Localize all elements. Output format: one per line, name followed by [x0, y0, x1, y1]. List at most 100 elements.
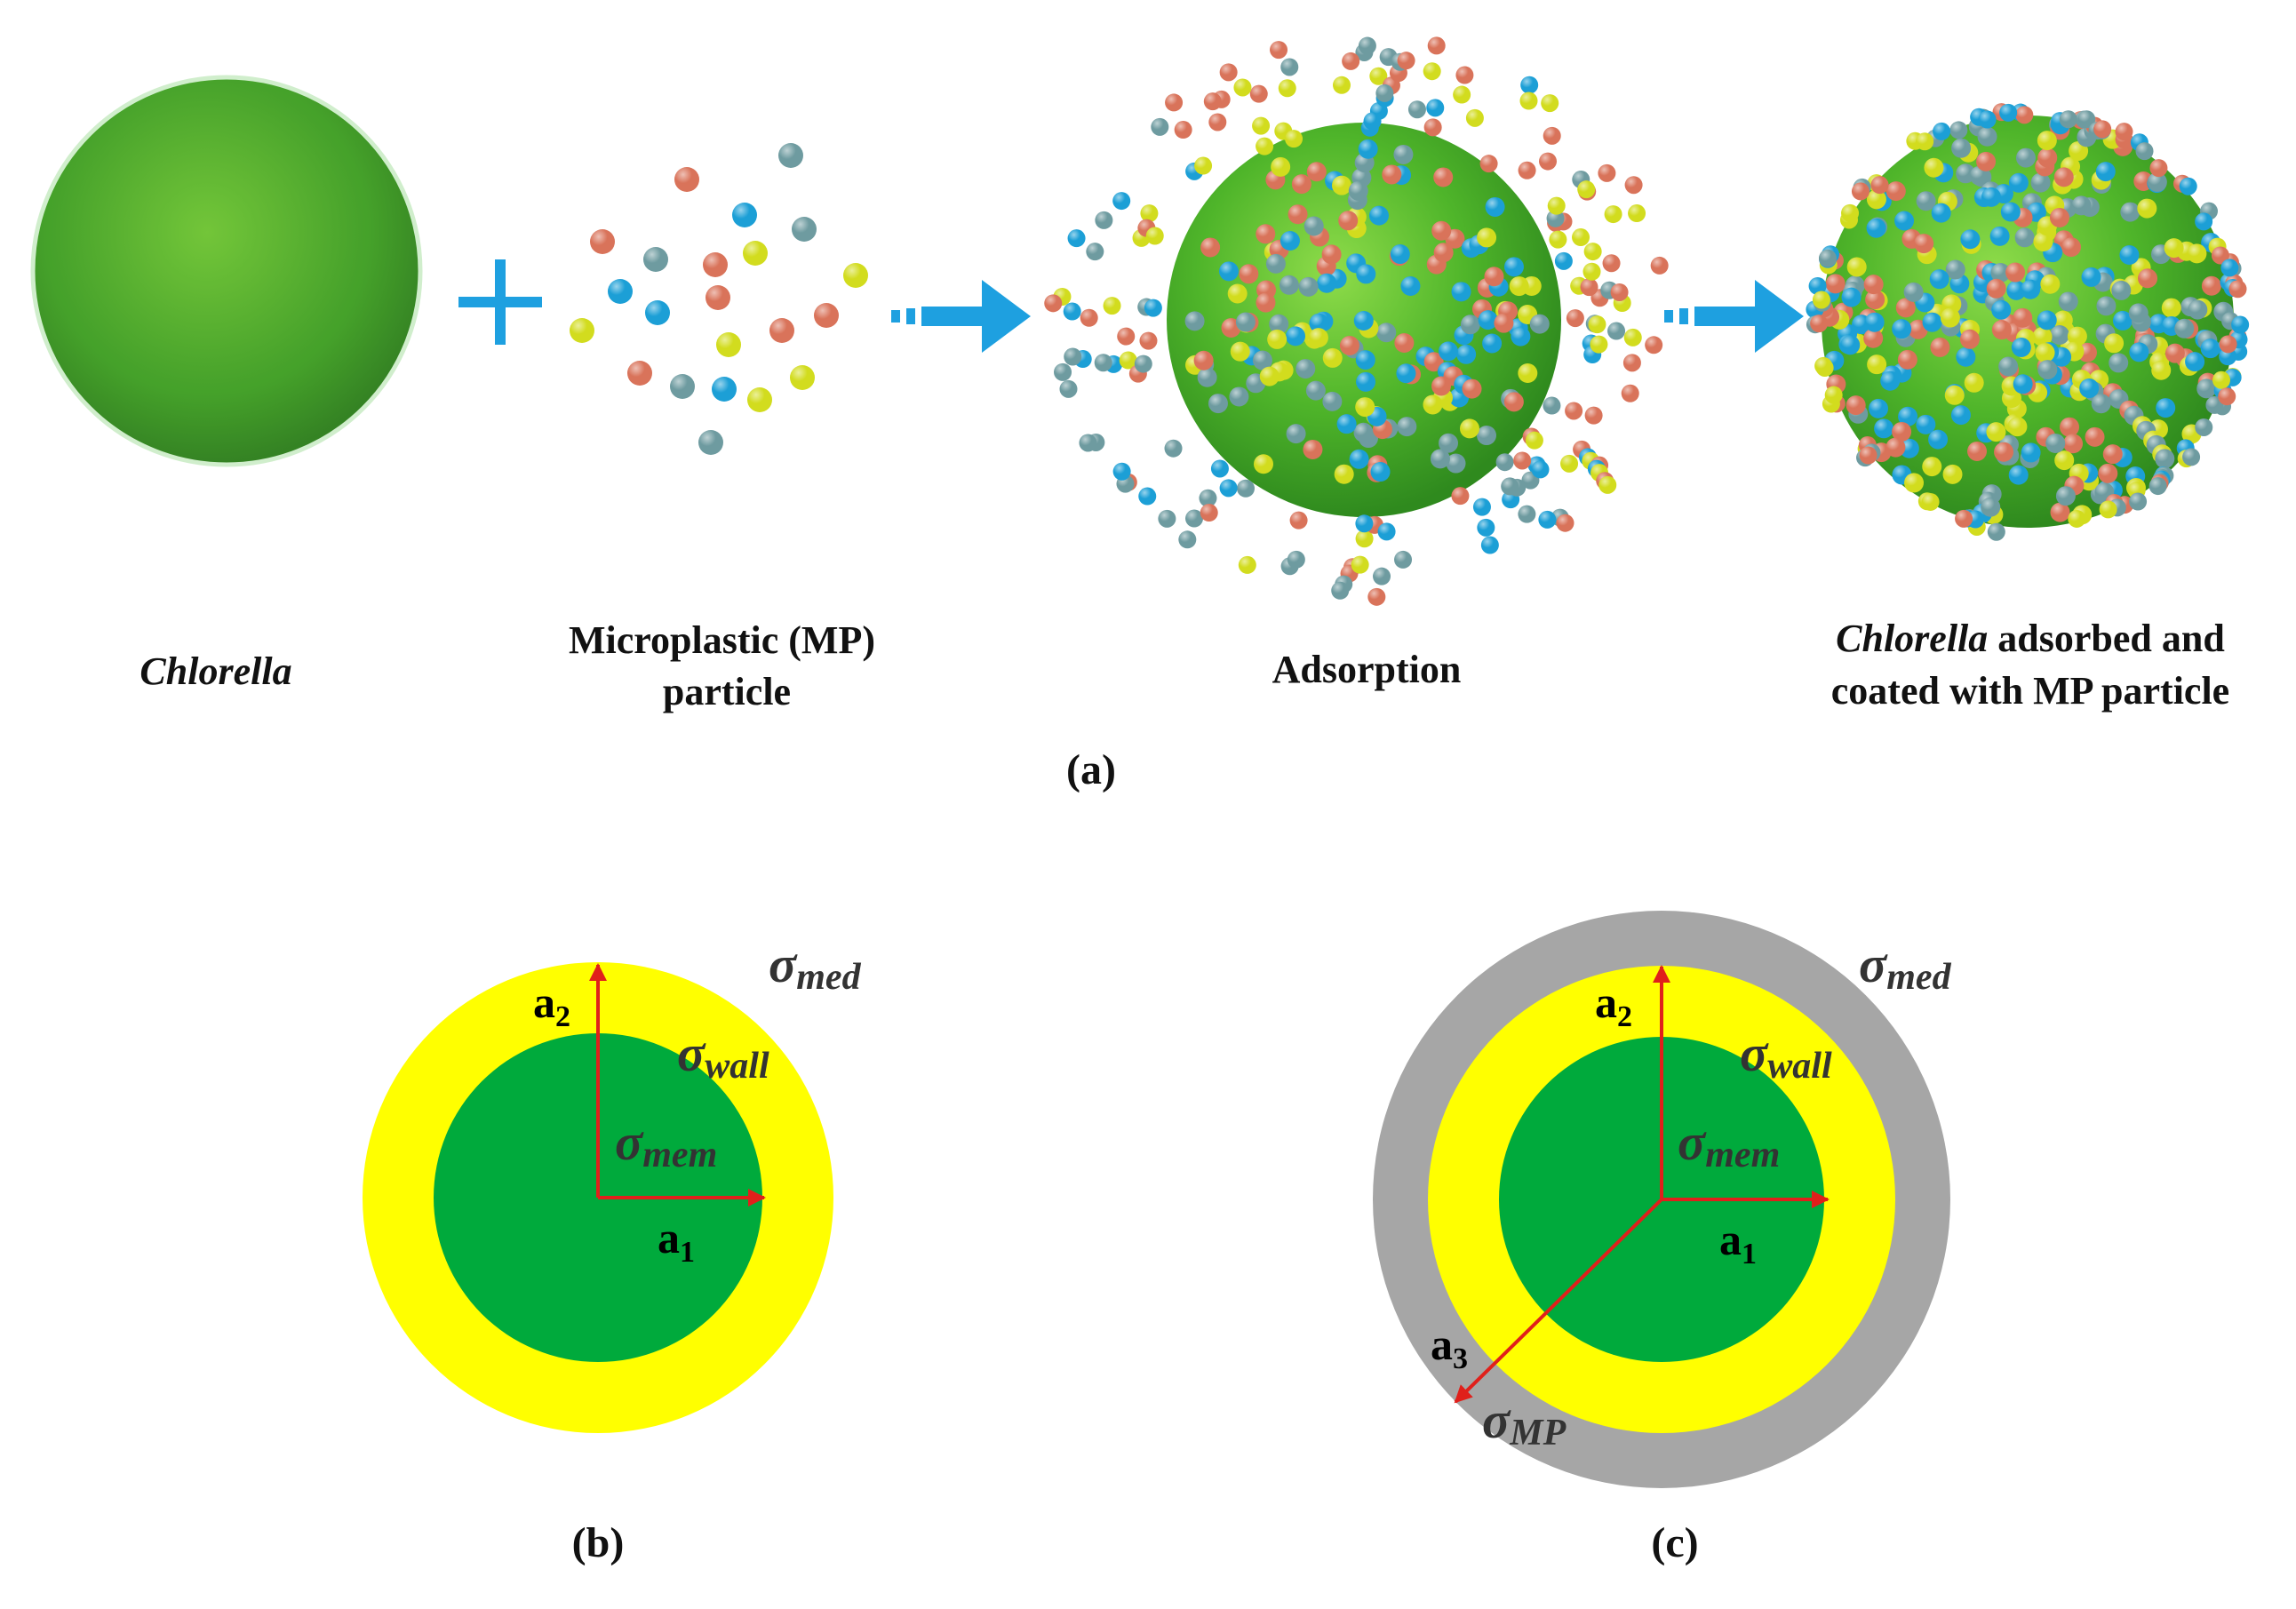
mp-particle-highlight — [2067, 326, 2087, 346]
mp-particle-highlight — [1922, 312, 1942, 332]
mp-particle-highlight — [1904, 473, 1925, 493]
mp-particle-highlight — [1355, 514, 1374, 533]
mp-particle-highlight — [2035, 343, 2055, 363]
coated-label-rest: adsorbed and — [1988, 617, 2225, 660]
mp-particle-highlight — [1495, 453, 1514, 472]
sigma-mem-c: σmem — [1678, 1113, 1780, 1175]
mp-particle-highlight — [1433, 243, 1454, 263]
mp-particle-highlight — [2200, 339, 2220, 359]
mp-particle-highlight — [1363, 112, 1382, 131]
coated-label-italic: Chlorella — [1836, 617, 1988, 660]
sigma-med-b: σmed — [769, 936, 862, 998]
mp-particle-highlight — [1431, 220, 1452, 241]
sigma-wall-c: σwall — [1740, 1024, 1832, 1087]
mp-particle-highlight — [2037, 131, 2057, 151]
mp-particle-highlight — [1252, 116, 1271, 135]
mp-particle-highlight — [2060, 417, 2080, 437]
mp-particle-highlight — [1525, 431, 1543, 450]
mp-particle-highlight — [1598, 163, 1616, 182]
mp-particle-highlight — [1572, 228, 1590, 247]
mp-particle-highlight — [1423, 62, 1441, 81]
mp-particle-highlight — [1566, 309, 1584, 328]
mp-particle-cluster — [570, 143, 868, 455]
mp-particle-highlight — [2098, 463, 2118, 483]
mp-particle-highlight — [1621, 384, 1639, 402]
mp-particle-highlight — [712, 377, 737, 402]
mp-particle-highlight — [2021, 279, 2041, 299]
mp-particle-highlight — [1184, 311, 1205, 331]
mp-particle-highlight — [1358, 139, 1378, 159]
mp-particle-highlight — [1119, 351, 1137, 370]
mp-particle-highlight — [2102, 444, 2123, 465]
mp-particle-highlight — [1451, 487, 1470, 506]
mp-particle-highlight — [1472, 498, 1491, 516]
mp-particle-highlight — [1818, 249, 1837, 267]
mp-particle-highlight — [2008, 172, 2029, 193]
mp-particle-highlight — [2135, 142, 2154, 161]
mp-particle-highlight — [1332, 76, 1351, 94]
mp-particle-highlight — [747, 387, 772, 412]
mp-particle-highlight — [1582, 262, 1601, 281]
mp-particle-highlight — [1348, 180, 1368, 201]
mp-particle-highlight — [1394, 333, 1415, 354]
mp-particle-highlight — [2037, 310, 2057, 331]
mp-particle-highlight — [2120, 202, 2141, 222]
mp-particle-highlight — [2220, 259, 2239, 277]
mp-particle-highlight — [2077, 110, 2096, 129]
mp-particle-highlight — [1940, 307, 1960, 328]
mp-particle-highlight — [1430, 449, 1450, 469]
mp-particle-highlight — [1140, 204, 1159, 223]
mp-particle-highlight — [1286, 326, 1306, 346]
mp-particle-highlight — [1942, 464, 1963, 484]
mp-particle-highlight — [1423, 394, 1443, 415]
mp-particle-highlight — [1358, 36, 1376, 55]
mp-particle-highlight — [2104, 333, 2125, 354]
mp-particle-highlight — [1863, 328, 1884, 348]
mp-particle-highlight — [645, 300, 670, 325]
mp-particle-highlight — [1369, 67, 1388, 85]
mp-particle-highlight — [1112, 462, 1131, 481]
mp-particle-highlight — [1812, 291, 1830, 309]
mp-particle-highlight — [1999, 103, 2018, 122]
mp-particle-highlight — [1892, 421, 1912, 442]
mp-particle-highlight — [1513, 451, 1532, 470]
mp-particle-highlight — [1933, 122, 1951, 140]
mp-particle-highlight — [1944, 385, 1965, 405]
mp-particle-highlight — [1289, 511, 1308, 530]
mp-particle-highlight — [1134, 354, 1152, 373]
mp-particle-highlight — [1810, 315, 1829, 333]
mp-particle-highlight — [1438, 341, 1458, 362]
mp-particle-highlight — [1210, 459, 1229, 478]
mp-particle-highlight — [1218, 261, 1239, 282]
mp-particle-highlight — [1509, 276, 1529, 297]
mp-particle-highlight — [643, 247, 668, 272]
mp-particle-highlight — [1397, 417, 1417, 437]
mp-particle-highlight — [1067, 229, 1086, 248]
mp-particle-highlight — [1349, 449, 1369, 469]
mp-particle-highlight — [1518, 161, 1536, 179]
mp-particle-highlight — [2033, 231, 2053, 251]
mp-particle-highlight — [1549, 230, 1567, 249]
mp-particle-highlight — [1929, 269, 1949, 290]
mp-particle-highlight — [2013, 374, 2033, 394]
mp-particle-highlight — [1308, 328, 1328, 348]
mp-particle-highlight — [2030, 172, 2051, 193]
mp-particle-highlight — [1624, 176, 1643, 195]
mp-particle-highlight — [1288, 204, 1308, 225]
mp-particle-highlight — [1355, 530, 1374, 548]
mp-particle-highlight — [1322, 391, 1343, 411]
sigma-med-c: σmed — [1859, 936, 1952, 998]
mp-particle-highlight — [1864, 312, 1885, 332]
mp-particle-highlight — [1054, 362, 1072, 381]
mp-particle-highlight — [2079, 378, 2100, 399]
mp-particle-highlight — [1825, 274, 1846, 294]
mp-particle-highlight — [1951, 138, 1972, 158]
mp-particle-highlight — [1064, 347, 1082, 366]
mp-particle-highlight — [1604, 205, 1622, 224]
caption-c: (c) — [1651, 1519, 1698, 1566]
mp-particle-highlight — [1426, 99, 1445, 117]
mp-particle-highlight — [2037, 360, 2058, 380]
mp-particle-highlight — [1477, 426, 1497, 446]
mp-particle-highlight — [1956, 346, 1976, 367]
mp-particle-highlight — [1981, 497, 2001, 517]
